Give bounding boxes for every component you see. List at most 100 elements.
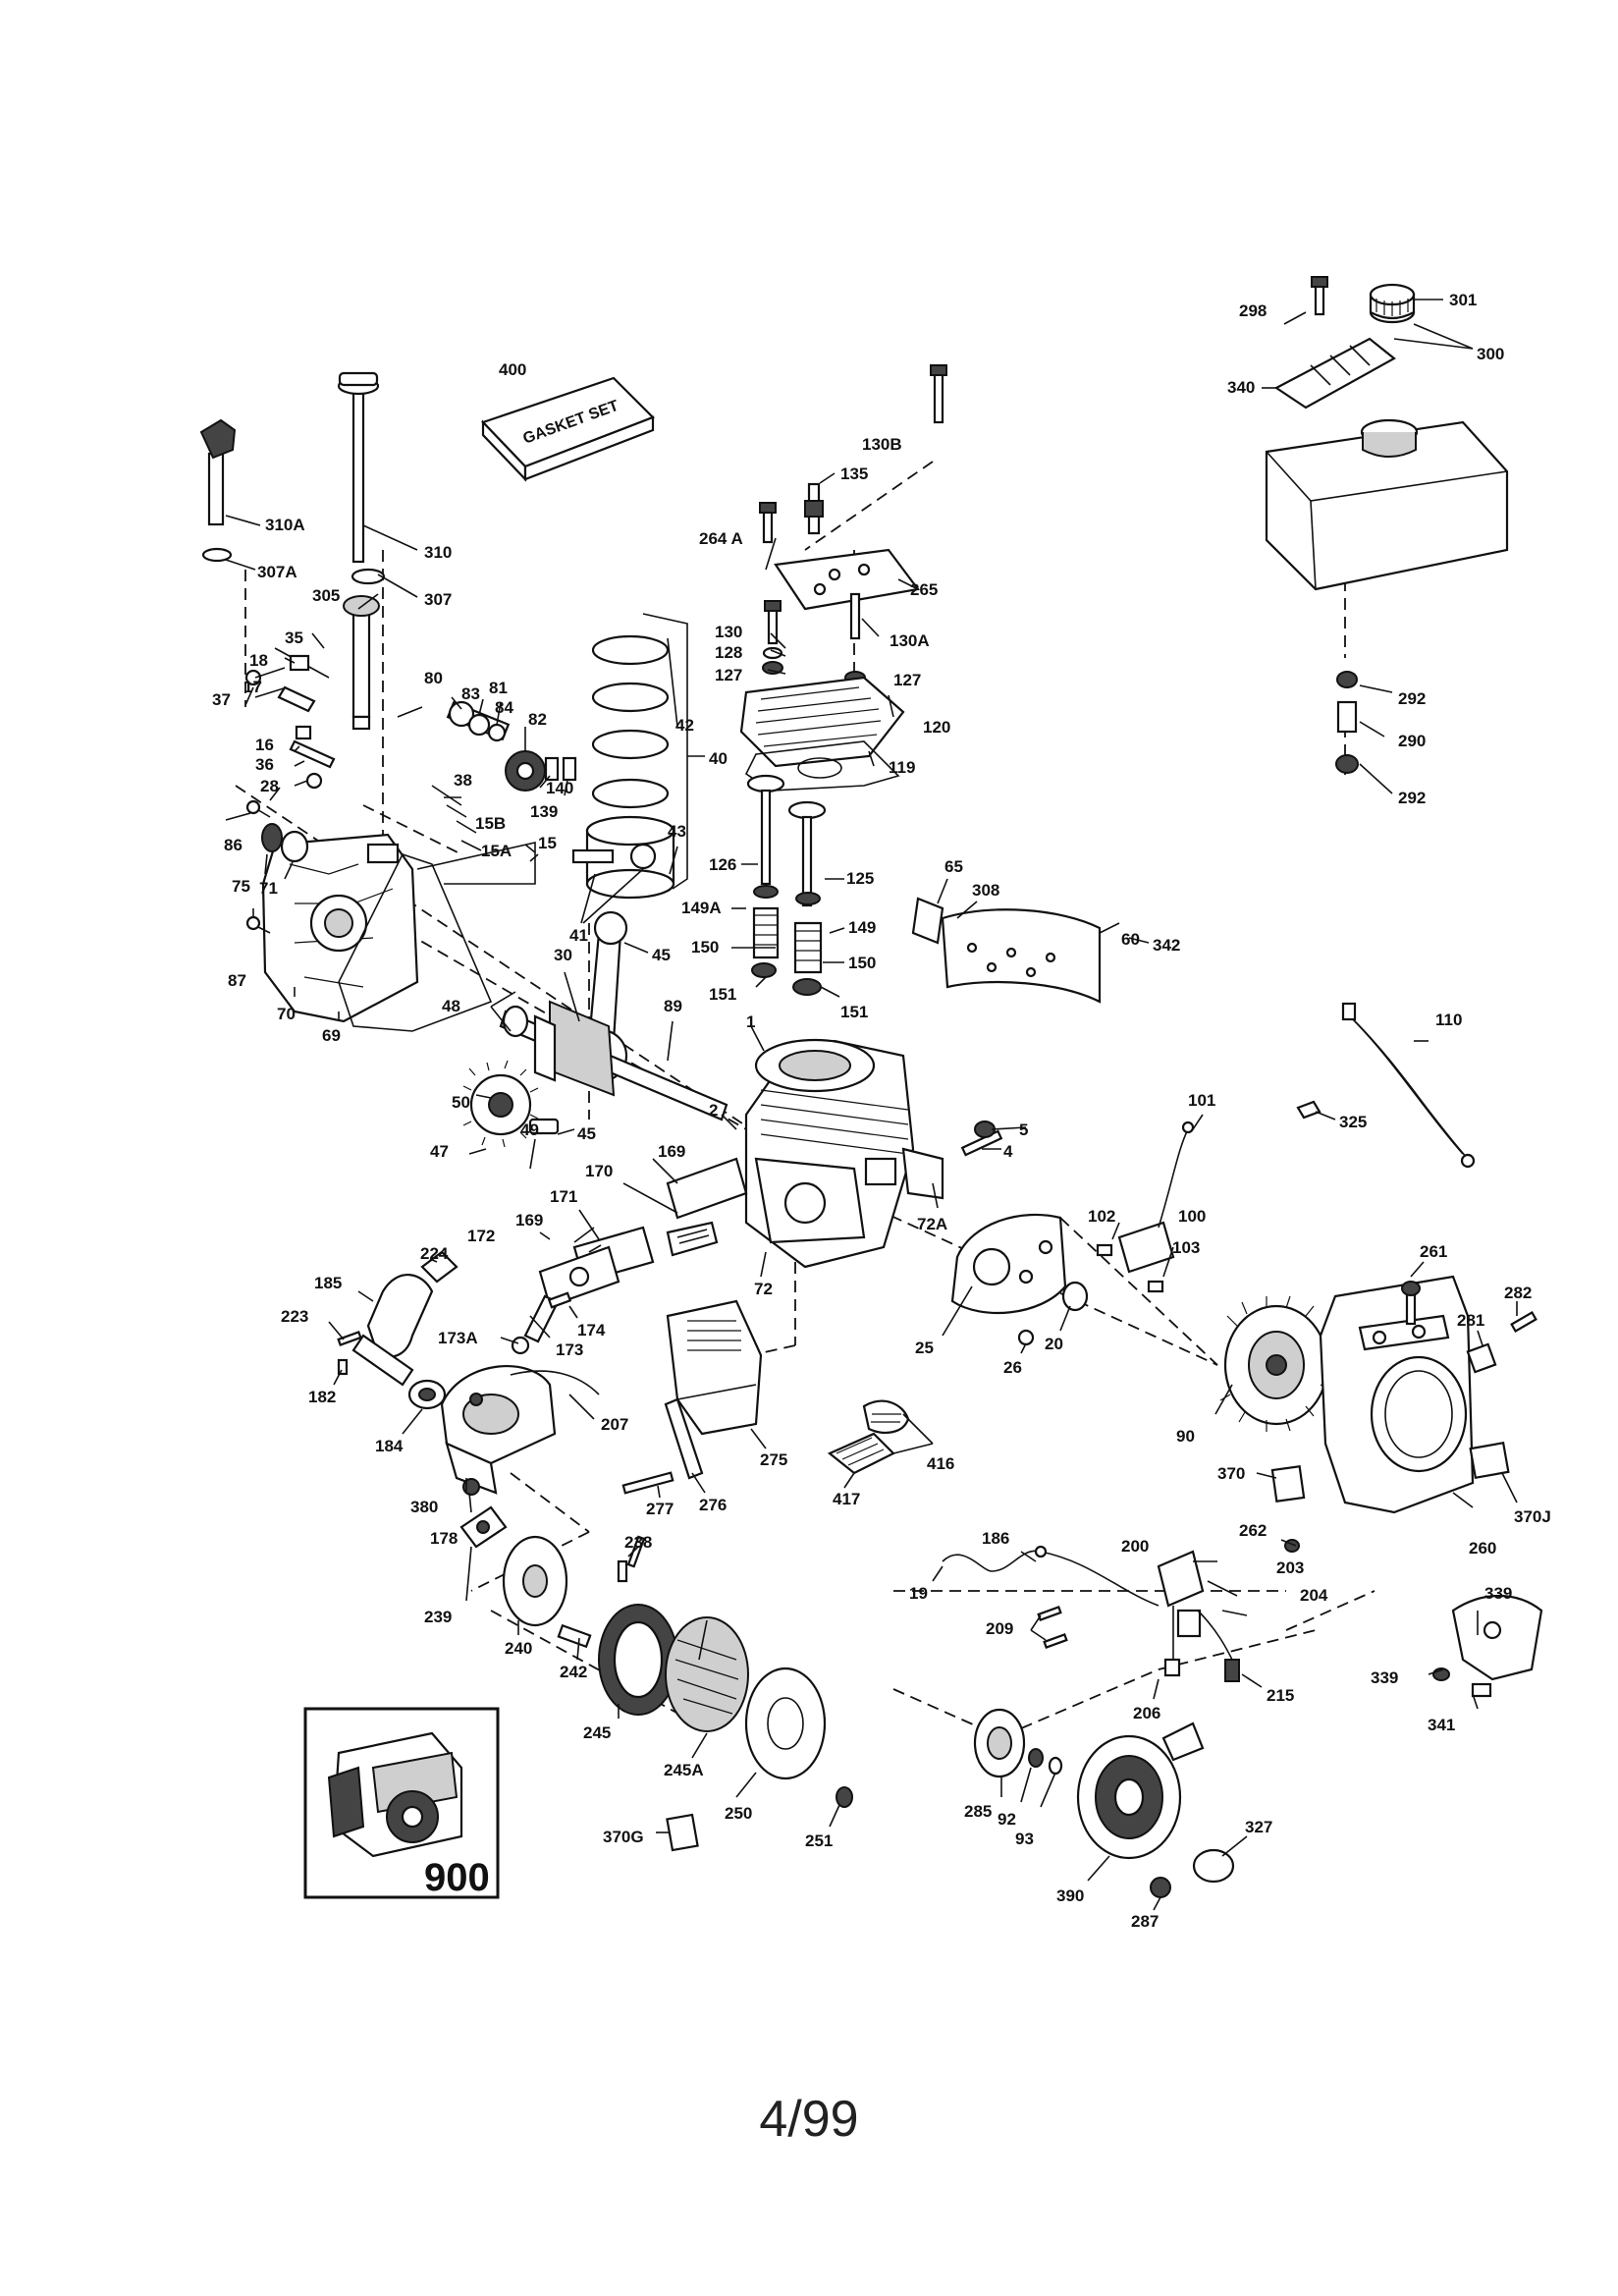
- callout-310: 310: [424, 543, 452, 562]
- callout-281: 281: [1457, 1311, 1484, 1330]
- bolt-264A: [759, 502, 777, 544]
- callout-130A: 130A: [890, 631, 930, 650]
- callout-262: 262: [1239, 1521, 1267, 1540]
- crankcase-cover-70: [261, 833, 419, 1023]
- callout-70: 70: [277, 1005, 296, 1023]
- piston-rings-42: [591, 634, 670, 809]
- callout-151a: 151: [709, 985, 736, 1004]
- starter-handle-287: [1150, 1877, 1171, 1898]
- callout-417: 417: [833, 1490, 860, 1508]
- clip-325: [1296, 1100, 1321, 1120]
- callout-292a: 292: [1398, 689, 1426, 708]
- callout-400: 400: [499, 360, 526, 379]
- callout-28: 28: [260, 777, 279, 795]
- air-intake-elbow-185: [351, 1274, 434, 1387]
- callout-260: 260: [1469, 1539, 1496, 1558]
- callout-292b: 292: [1398, 789, 1426, 807]
- callout-207: 207: [601, 1415, 628, 1434]
- callout-83: 83: [461, 684, 480, 703]
- engine-inset-900: 900: [303, 1707, 500, 1899]
- callout-261: 261: [1420, 1242, 1447, 1261]
- callout-37: 37: [212, 690, 231, 709]
- callout-17: 17: [243, 678, 262, 696]
- callout-305: 305: [312, 586, 340, 605]
- callout-84: 84: [495, 698, 513, 717]
- air-cleaner-base-240: [502, 1535, 568, 1627]
- crankcase-gasket-69: [338, 853, 493, 1032]
- spacer-20-26: [1017, 1281, 1089, 1346]
- callout-290: 290: [1398, 732, 1426, 750]
- oil-dipstick-310A: [199, 418, 237, 563]
- callout-90: 90: [1176, 1427, 1195, 1446]
- callout-103: 103: [1172, 1238, 1200, 1257]
- callout-308: 308: [972, 881, 999, 900]
- callout-151b: 151: [840, 1003, 868, 1021]
- callout-239: 239: [424, 1608, 452, 1626]
- intake-valve-126: [746, 774, 785, 886]
- wire-harness-186-19: [942, 1545, 1160, 1607]
- callout-15A: 15A: [481, 842, 512, 860]
- seal-bearing-75-71-86-87: [245, 799, 309, 934]
- screw-238-242: [557, 1535, 646, 1649]
- spark-plug-135: [804, 482, 824, 535]
- callout-178: 178: [430, 1529, 458, 1548]
- callout-265: 265: [910, 580, 938, 599]
- callout-40: 40: [709, 749, 728, 768]
- callout-150a: 150: [691, 938, 719, 957]
- callout-30: 30: [554, 946, 572, 964]
- callout-209: 209: [986, 1619, 1013, 1638]
- callout-223: 223: [281, 1307, 308, 1326]
- callout-200: 200: [1121, 1537, 1149, 1556]
- callout-50: 50: [452, 1093, 470, 1112]
- callout-130B: 130B: [862, 435, 902, 454]
- callout-86: 86: [224, 836, 243, 854]
- decal-370: [1270, 1464, 1306, 1503]
- bolt-130B: [930, 364, 947, 424]
- callout-215: 215: [1267, 1686, 1294, 1705]
- callout-245: 245: [583, 1723, 611, 1742]
- callout-92: 92: [998, 1810, 1016, 1829]
- callout-170: 170: [585, 1162, 613, 1180]
- callout-19: 19: [909, 1584, 928, 1603]
- callout-47: 47: [430, 1142, 449, 1161]
- callout-25: 25: [915, 1339, 934, 1357]
- callout-277: 277: [646, 1500, 674, 1518]
- fuel-cap-301: [1369, 283, 1416, 324]
- head-gasket-119: [744, 740, 900, 792]
- callout-16: 16: [255, 736, 274, 754]
- callout-204: 204: [1300, 1586, 1328, 1605]
- piston-bracket-40: [642, 613, 705, 890]
- callout-275: 275: [760, 1450, 787, 1469]
- callout-93: 93: [1015, 1830, 1034, 1848]
- callout-41: 41: [569, 926, 588, 945]
- callout-130: 130: [715, 623, 742, 641]
- callout-250: 250: [725, 1804, 752, 1823]
- oil-fill-tube-305: [343, 595, 380, 731]
- callout-72: 72: [754, 1280, 773, 1298]
- switch-200-203-204-215: [1157, 1550, 1240, 1682]
- callout-43: 43: [668, 822, 686, 841]
- callout-173A: 173A: [438, 1329, 478, 1347]
- bolt-4-5: [960, 1121, 1003, 1157]
- callout-125: 125: [846, 869, 874, 888]
- callout-169a: 169: [658, 1142, 685, 1161]
- callout-69: 69: [322, 1026, 341, 1045]
- valve-springs-150: [751, 885, 823, 996]
- callout-203: 203: [1276, 1558, 1304, 1577]
- nut-washer-92-93: [1028, 1748, 1063, 1776]
- callout-380: 380: [410, 1498, 438, 1516]
- breather-plate-25: [950, 1213, 1067, 1315]
- bracket-339-341: [1432, 1595, 1543, 1698]
- air-filter-245: [598, 1604, 678, 1716]
- callout-264A: 264 A: [699, 529, 743, 548]
- callout-82: 82: [528, 710, 547, 729]
- callout-18: 18: [249, 651, 268, 670]
- starter-cup-285: [973, 1708, 1026, 1778]
- callout-310A: 310A: [265, 516, 305, 534]
- callout-38: 38: [454, 771, 472, 790]
- callout-101: 101: [1188, 1091, 1215, 1110]
- callout-42: 42: [675, 716, 694, 735]
- decal-327: [1192, 1848, 1235, 1884]
- callout-15B: 15B: [475, 814, 506, 833]
- callout-185: 185: [314, 1274, 342, 1292]
